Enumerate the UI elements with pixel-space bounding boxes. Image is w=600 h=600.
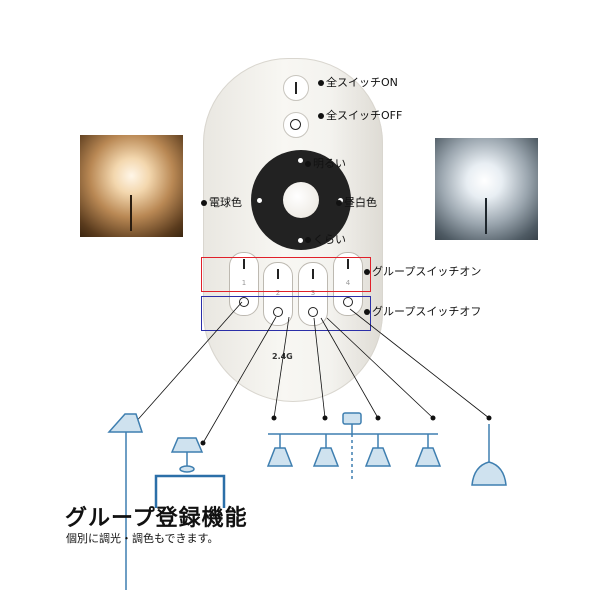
all-on-label: 全スイッチON <box>318 76 398 90</box>
brighter-label: 明るい <box>305 157 346 171</box>
all-off-label: 全スイッチOFF <box>318 109 402 123</box>
dimmer-label: くらい <box>305 233 346 247</box>
group-2-button[interactable]: 2 <box>263 262 293 326</box>
connector-line-7 <box>349 308 490 419</box>
connector-line-5 <box>320 317 379 419</box>
feature-title: グループ登録機能 <box>65 506 248 531</box>
chandelier-icon <box>266 412 442 480</box>
pendant-lamp-icon <box>471 424 507 486</box>
warm-light-photo <box>80 135 183 237</box>
desk-lamp-icon <box>154 474 226 508</box>
wheel-dot-left <box>257 198 262 203</box>
daylight-label: 昼白色 <box>336 196 377 210</box>
connector-line-1 <box>133 301 243 425</box>
wheel-center-button[interactable] <box>283 182 319 218</box>
group-on-frame <box>201 257 371 292</box>
wheel-dot-bottom <box>298 238 303 243</box>
all-on-button[interactable] <box>283 75 309 101</box>
group-4-button[interactable]: 4 <box>333 252 363 316</box>
connector-line-6 <box>326 317 434 419</box>
all-off-button[interactable] <box>283 112 309 138</box>
feature-subtitle: 個別に調光・調色もできます。 <box>66 532 219 545</box>
group-3-button[interactable]: 3 <box>298 262 328 326</box>
rf-mark: 2.4G <box>272 352 293 361</box>
connector-line-4 <box>313 317 326 419</box>
group-1-button[interactable]: 1 <box>229 252 259 316</box>
group-off-frame <box>201 296 371 331</box>
connector-line-3 <box>273 316 290 419</box>
connector-line-2 <box>202 316 277 444</box>
warm-label: 電球色 <box>201 196 242 210</box>
floor-lamp-icon <box>107 413 144 590</box>
group-off-label: グループスイッチオフ <box>364 305 481 319</box>
daylight-photo <box>435 138 538 240</box>
wheel-dot-top <box>298 158 303 163</box>
group-on-label: グループスイッチオン <box>364 265 481 279</box>
